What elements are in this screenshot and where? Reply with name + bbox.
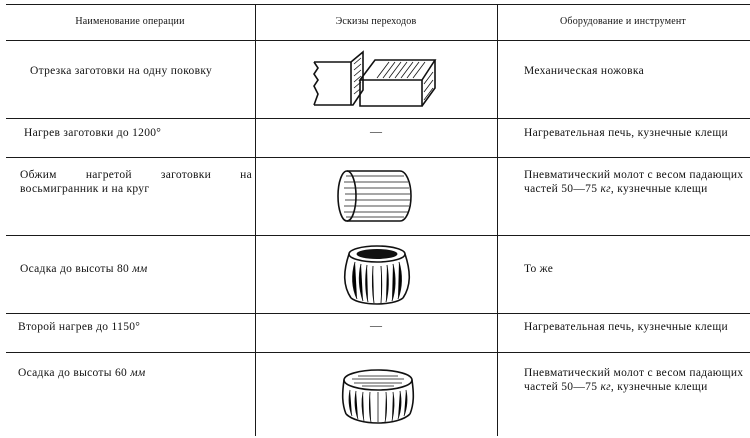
operation-cell: Второй нагрев до 1150° bbox=[18, 321, 141, 333]
row-divider bbox=[6, 352, 750, 353]
row-divider bbox=[6, 157, 750, 158]
equipment-cell: То же bbox=[524, 263, 554, 275]
empty-sketch-dash: — bbox=[370, 124, 382, 138]
operation-cell: Отрезка заготовки на одну поковку bbox=[30, 65, 213, 77]
column-divider bbox=[497, 4, 498, 436]
equipment-cell: Пневматический молот с весом падающих ча… bbox=[524, 367, 744, 393]
equipment-cell: Нагревательная печь, кузнечные клещи bbox=[524, 321, 728, 333]
bar-saw-cut-sketch bbox=[305, 50, 445, 110]
header-divider bbox=[6, 40, 750, 41]
column-divider bbox=[255, 4, 256, 436]
equipment-cell: Пневматический молот с весом падающих ча… bbox=[524, 169, 744, 195]
equipment-cell: Нагревательная печь, кузнечные клещи bbox=[524, 127, 728, 139]
operation-cell: Осадка до высоты 60 мм bbox=[18, 367, 146, 379]
header-equipment: Оборудование и инструмент bbox=[559, 16, 686, 27]
upset-disk-sketch bbox=[336, 364, 420, 428]
round-bar-sketch bbox=[336, 166, 418, 226]
header-operation: Наименование операции bbox=[75, 16, 185, 27]
row-divider bbox=[6, 118, 750, 119]
operation-cell: Осадка до высоты 80 мм bbox=[20, 263, 148, 275]
equipment-cell: Механическая ножовка bbox=[524, 65, 644, 77]
row-divider bbox=[6, 313, 750, 314]
table-top-border bbox=[6, 4, 750, 5]
header-sketches: Эскизы переходов bbox=[335, 16, 417, 27]
empty-sketch-dash: — bbox=[370, 318, 382, 332]
row-divider bbox=[6, 235, 750, 236]
upset-barrel-sketch bbox=[341, 242, 413, 308]
operation-cell: Нагрев заготовки до 1200° bbox=[24, 127, 162, 139]
operation-cell: Обжим нагретой заготовки на восьмигранни… bbox=[20, 169, 252, 195]
